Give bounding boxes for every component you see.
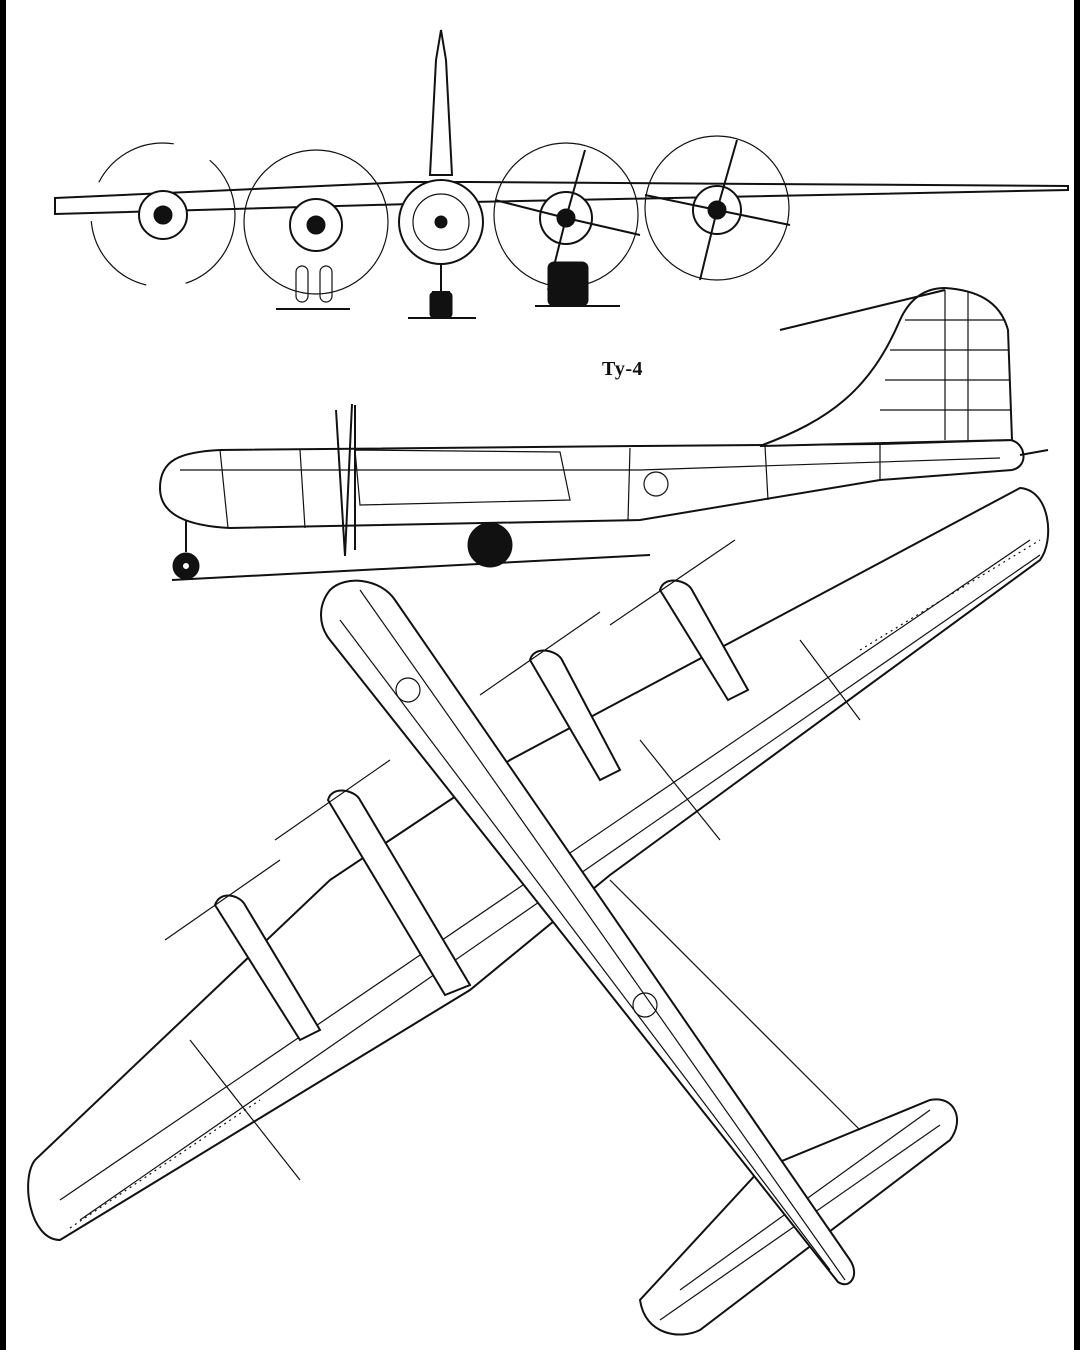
- front-view-spinner-2: [306, 215, 326, 235]
- plan-view-turret-2: [632, 992, 658, 1018]
- front-view-left-gear: [295, 265, 309, 303]
- side-view-fin-ribs: [880, 290, 1010, 440]
- side-view-fin: [759, 286, 1014, 447]
- front-view-main-wheels: [547, 261, 589, 307]
- side-view-tail-tip: [1019, 449, 1049, 456]
- front-view-nose-wheel: [429, 291, 453, 319]
- side-view-nose-wheel-hub: [181, 561, 191, 571]
- front-view-nose-gear: [432, 264, 450, 293]
- three-view-drawing: [27, 29, 1069, 1336]
- side-view-antenna: [779, 289, 946, 331]
- front-view-fin: [428, 29, 454, 176]
- plan-view-antenna: [609, 879, 861, 1131]
- front-view-spinner-1: [153, 205, 173, 225]
- plan-view-nacelle-1: [213, 894, 322, 1042]
- front-view-nose-glazing: [412, 193, 470, 251]
- front-view-prop-disc-2: [243, 149, 389, 295]
- side-view-props: [335, 403, 356, 557]
- plan-view: [27, 486, 1050, 1336]
- front-view-nose-center: [434, 215, 448, 229]
- front-view-ground-line: [276, 305, 620, 319]
- front-view-prop-disc-1: [90, 142, 236, 288]
- plan-view-fuselage-centerline: [339, 589, 846, 1281]
- plan-view-fuselage: [320, 579, 856, 1286]
- side-view-ground-line: [171, 554, 651, 581]
- front-view-left-gear-b: [319, 265, 333, 303]
- side-view-panel-lines: [180, 444, 1001, 529]
- front-view-prop-blades-3: [494, 149, 641, 291]
- plan-view-turret-1: [395, 677, 421, 703]
- side-view: [158, 286, 1049, 581]
- side-view-main-wheel: [467, 522, 513, 568]
- plan-view-prop-lines: [164, 539, 736, 941]
- front-view-prop-blades-4: [644, 139, 791, 281]
- front-view: [54, 29, 1069, 319]
- side-view-roundel: [643, 471, 669, 497]
- aircraft-designation: Ту-4: [602, 358, 644, 380]
- plan-view-flap-hatching: [69, 539, 1041, 1229]
- side-view-fuselage: [158, 438, 1025, 530]
- plan-view-nacelle-2: [326, 789, 472, 997]
- side-view-wing-section: [354, 449, 571, 506]
- plan-view-nacelle-3: [528, 649, 622, 782]
- plan-view-nacelle-4: [658, 579, 750, 702]
- drawing-sheet: Ту-4: [6, 0, 1074, 1350]
- front-view-prop-disc-4: [644, 135, 790, 281]
